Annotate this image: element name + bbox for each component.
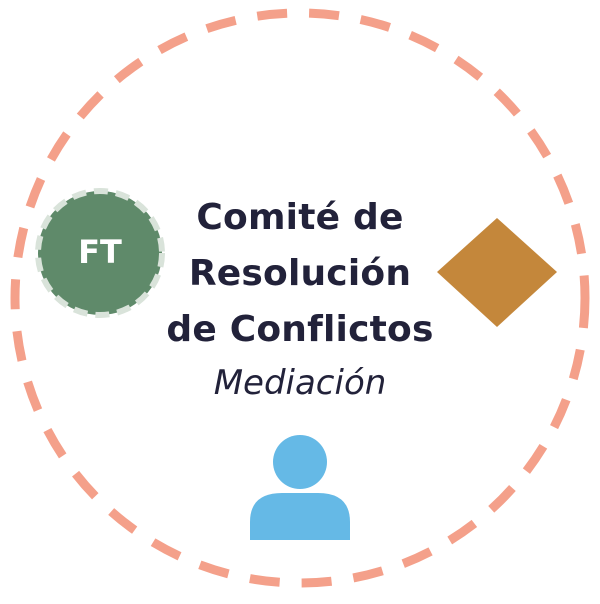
initials-avatar-icon bbox=[35, 188, 165, 318]
title-line-2: Resolución bbox=[188, 253, 412, 294]
avatar-initials: FT bbox=[78, 233, 122, 271]
title-line-1: Comité de bbox=[196, 197, 404, 238]
person-icon bbox=[250, 435, 350, 540]
dashed-ring bbox=[10, 8, 590, 588]
diamond-icon bbox=[437, 218, 557, 327]
subtitle: Mediación bbox=[213, 363, 387, 403]
title-line-3: de Conflictos bbox=[166, 309, 434, 350]
